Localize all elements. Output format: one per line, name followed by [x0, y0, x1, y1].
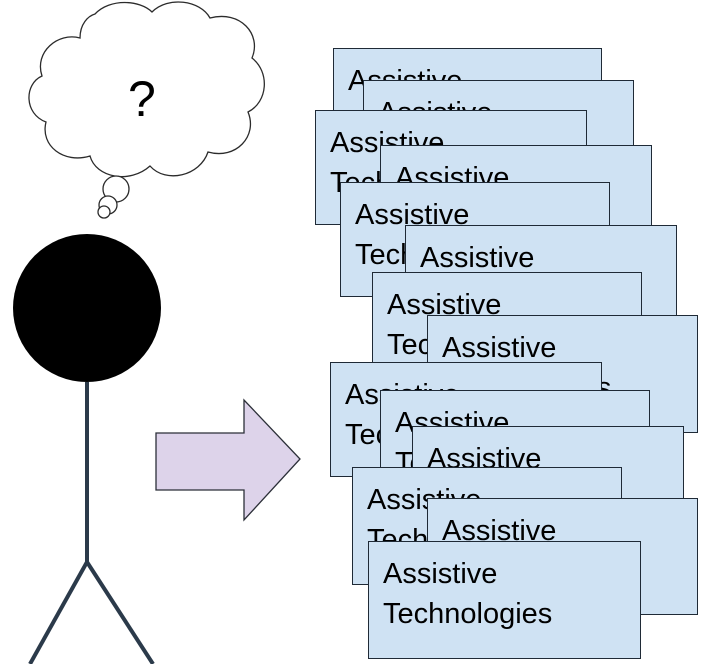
question-mark: ? [128, 71, 156, 127]
assistive-technology-card: Assistive Technologies [368, 541, 641, 659]
card-label: Assistive Technologies [383, 558, 553, 630]
right-arrow [155, 398, 301, 522]
stick-figure-left-leg [28, 561, 89, 664]
thought-bubble-small [97, 205, 111, 219]
stick-figure [13, 234, 161, 664]
stick-figure-head [13, 234, 161, 382]
thought-cloud [28, 1, 265, 219]
stick-figure-right-leg [85, 560, 155, 664]
